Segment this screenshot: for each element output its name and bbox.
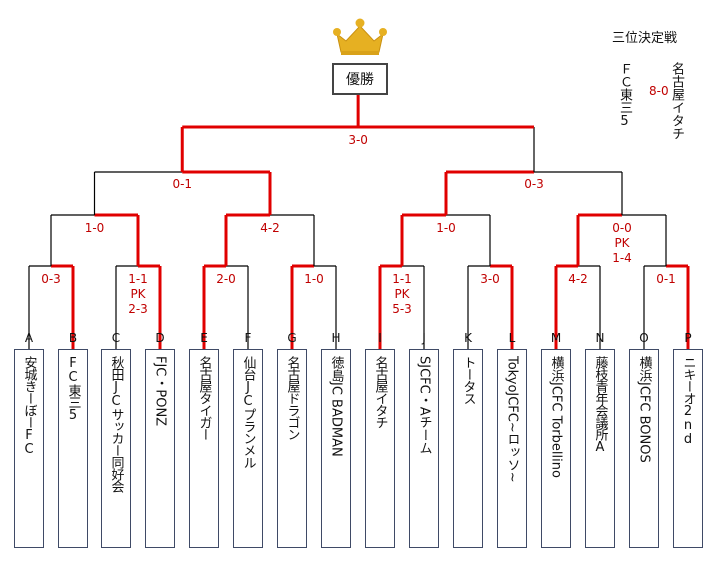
team-box-N: 藤枝青年会議所A bbox=[585, 349, 615, 548]
team-letter-O: O bbox=[639, 331, 649, 345]
team-name: 名古屋タイガー bbox=[196, 356, 212, 440]
champion-box: 優勝 bbox=[332, 63, 388, 95]
team-box-K: トータス bbox=[453, 349, 483, 548]
sf-match-score: 0-1 bbox=[172, 177, 193, 191]
team-name: TokyoJCFC~ロッソ~ bbox=[504, 356, 520, 483]
team-box-C: 秋田JCサッカー同好会 bbox=[101, 349, 131, 548]
qf-match-score: 4-2 bbox=[260, 221, 280, 235]
final-match-score: 3-0 bbox=[348, 133, 368, 147]
team-letter-F: F bbox=[244, 331, 252, 345]
team-box-E: 名古屋タイガー bbox=[189, 349, 219, 548]
qf-match-score: 1-0 bbox=[84, 221, 105, 235]
r1-match-score: 1-1 bbox=[128, 272, 148, 286]
team-letter-I: I bbox=[378, 331, 382, 345]
team-letter-C: C bbox=[111, 331, 121, 345]
champion-title: 優勝 bbox=[346, 72, 374, 88]
qf-match-pk-score: 1-4 bbox=[612, 251, 632, 265]
team-letter-K: K bbox=[464, 331, 472, 345]
qf-match-pk: PK bbox=[614, 236, 630, 250]
team-name: トータス bbox=[460, 356, 476, 404]
team-letter-M: M bbox=[550, 331, 562, 345]
r1-match-pk: PK bbox=[394, 287, 410, 301]
r1-match-pk-score: 5-3 bbox=[392, 302, 412, 316]
team-name: 徳島JC BADMAN bbox=[328, 356, 344, 457]
team-letter-D: D bbox=[155, 331, 165, 345]
team-box-M: 横浜JCFC Torbellino bbox=[541, 349, 571, 548]
crown-icon bbox=[333, 18, 387, 55]
team-letter-L: L bbox=[508, 331, 516, 345]
team-name: 安城きーぼーFC bbox=[21, 356, 37, 456]
team-box-H: 徳島JC BADMAN bbox=[321, 349, 351, 548]
team-letter-G: G bbox=[287, 331, 297, 345]
team-letter-E: E bbox=[200, 331, 208, 345]
r1-match-pk: PK bbox=[130, 287, 146, 301]
team-box-O: 横浜JCFC BONOS bbox=[629, 349, 659, 548]
team-name: 名古屋イタチ bbox=[372, 356, 388, 428]
sf-match-score: 0-3 bbox=[524, 177, 544, 191]
team-name: SJCFC・Aチーム bbox=[416, 356, 432, 455]
team-box-A: 安城きーぼーFC bbox=[14, 349, 44, 548]
team-name: FC東三5 bbox=[65, 356, 81, 422]
r1-match-score: 1-1 bbox=[392, 272, 412, 286]
third-place-team-right: 名古屋イタチ bbox=[669, 62, 684, 140]
team-box-D: FJC・PONZ bbox=[145, 349, 175, 548]
team-box-I: 名古屋イタチ bbox=[365, 349, 395, 548]
team-letter-B: B bbox=[68, 331, 78, 345]
qf-match-score: 1-0 bbox=[436, 221, 456, 235]
team-name: 秋田JCサッカー同好会 bbox=[108, 356, 124, 492]
third-place-score: 8-0 bbox=[649, 84, 669, 98]
team-letter-N: N bbox=[595, 331, 605, 345]
team-letter-H: H bbox=[331, 331, 341, 345]
team-name: 仙台JCプランメル bbox=[240, 356, 256, 468]
team-name: 藤枝青年会議所A bbox=[592, 356, 608, 454]
r1-match-score: 2-0 bbox=[216, 272, 236, 286]
team-box-L: TokyoJCFC~ロッソ~ bbox=[497, 349, 527, 548]
team-name: 名古屋ドラゴン bbox=[284, 356, 300, 440]
team-name: ニキーオ2nd bbox=[680, 356, 696, 446]
team-box-J: SJCFC・Aチーム bbox=[409, 349, 439, 548]
r1-match-score: 0-3 bbox=[41, 272, 61, 286]
team-name: 横浜JCFC Torbellino bbox=[548, 356, 564, 478]
team-box-B: FC東三5 bbox=[58, 349, 88, 548]
qf-match-score: 0-0 bbox=[612, 221, 632, 235]
team-letter-A: A bbox=[24, 331, 34, 345]
third-place-title: 三位決定戦 bbox=[612, 31, 678, 46]
team-letter-P: P bbox=[684, 331, 692, 345]
r1-match-score: 0-1 bbox=[656, 272, 676, 286]
team-name: FJC・PONZ bbox=[152, 356, 168, 427]
team-box-G: 名古屋ドラゴン bbox=[277, 349, 307, 548]
team-name: 横浜JCFC BONOS bbox=[636, 356, 652, 463]
team-box-F: 仙台JCプランメル bbox=[233, 349, 263, 548]
team-letter-J: J bbox=[422, 331, 426, 345]
r1-match-score: 1-0 bbox=[304, 272, 324, 286]
third-place-team-left: ＦＣ東三5 bbox=[617, 62, 632, 129]
r1-match-pk-score: 2-3 bbox=[128, 302, 148, 316]
r1-match-score: 4-2 bbox=[568, 272, 588, 286]
r1-match-score: 3-0 bbox=[480, 272, 500, 286]
team-box-P: ニキーオ2nd bbox=[673, 349, 703, 548]
